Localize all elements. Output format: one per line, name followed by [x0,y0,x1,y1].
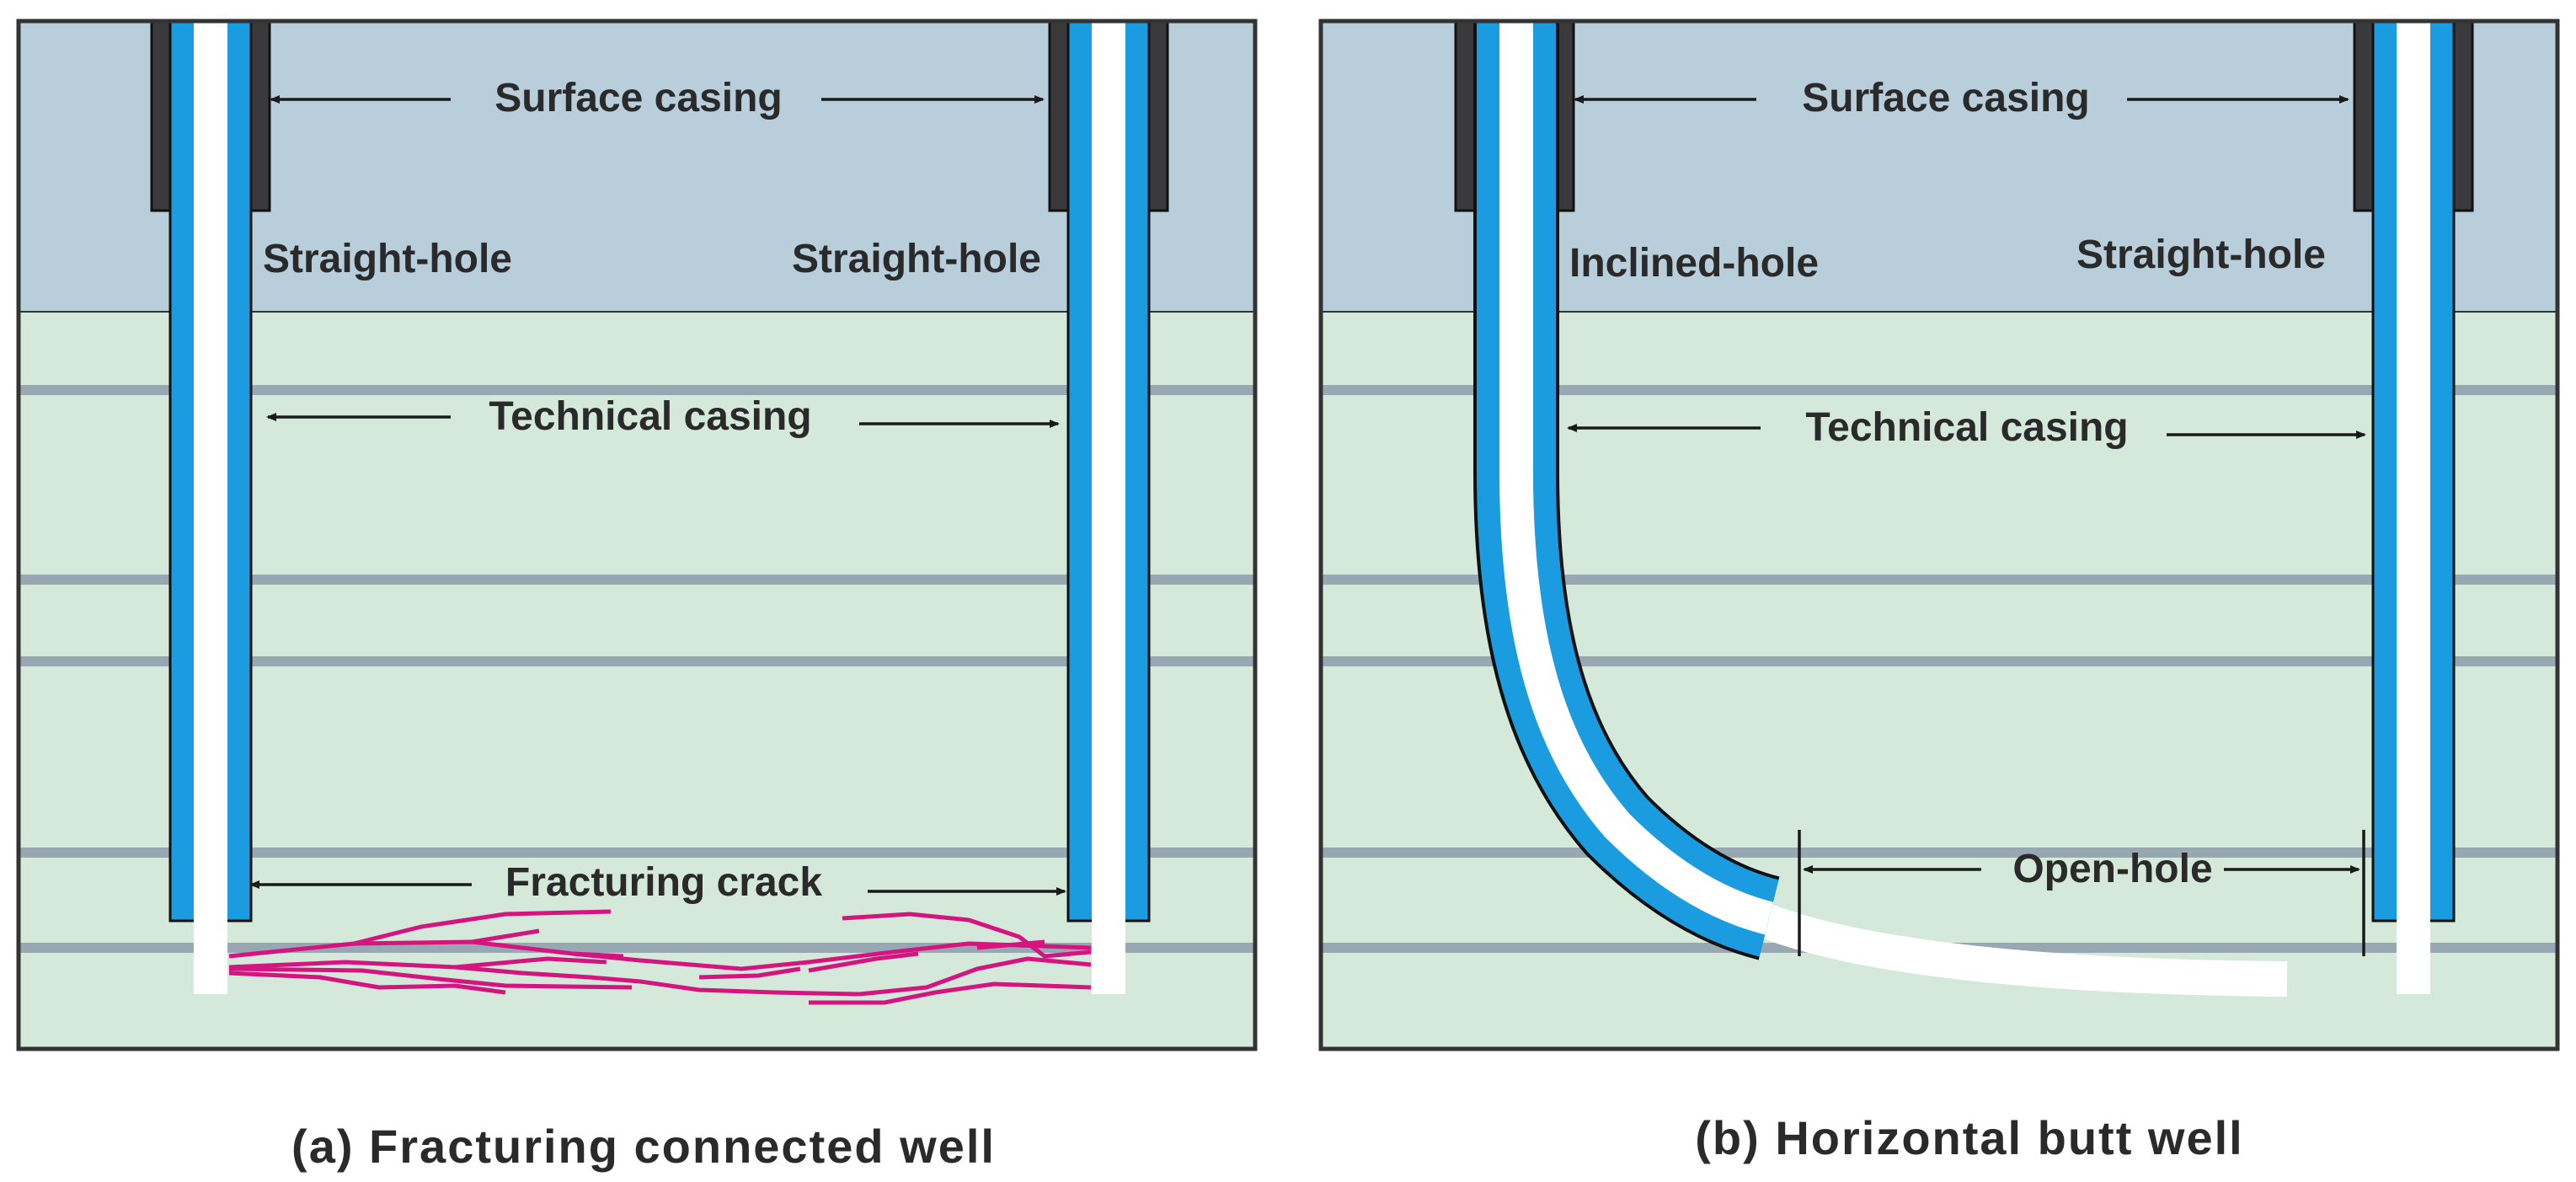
technical-casing-label-b: Technical casing [1805,405,2128,450]
inclined-well-b [1454,21,2288,997]
open-hole-horizontal-b [1745,898,2288,997]
surface-casing-label-b: Surface casing [1802,76,2089,120]
open-hole-right-b [2397,21,2430,994]
left-well-label-b: Inclined-hole [1569,241,1819,286]
right-well-label-b: Straight-hole [2076,233,2326,277]
left-well-a [150,21,271,994]
arrows-b [1567,95,2366,956]
panel-b: Surface casing Inclined-hole Straight-ho… [1318,19,2560,1164]
fracture-label-a: Fracturing crack [505,860,822,905]
open-hole-label-b: Open-hole [2012,847,2212,891]
caption-a: (a) Fracturing connected well [291,1120,996,1173]
straight-well-b [2353,21,2474,994]
technical-casing-label-a: Technical casing [489,394,811,439]
left-well-label-a: Straight-hole [263,237,512,281]
right-well-a [1048,21,1169,994]
open-hole-left-a [194,21,227,994]
caption-b: (b) Horizontal butt well [1695,1111,2243,1164]
right-well-label-a: Straight-hole [792,237,1041,281]
panel-b-frame [1318,19,2560,1051]
surface-casing-label-a: Surface casing [494,76,782,120]
arrows-a [249,95,1066,896]
panel-a-frame [16,19,1258,1051]
open-hole-right-a [1092,21,1125,994]
fracturing-cracks [228,909,1092,1005]
open-hole-inclined-b [1499,21,1774,935]
panel-a: Surface casing Straight-hole Straight-ho… [16,19,1258,1173]
